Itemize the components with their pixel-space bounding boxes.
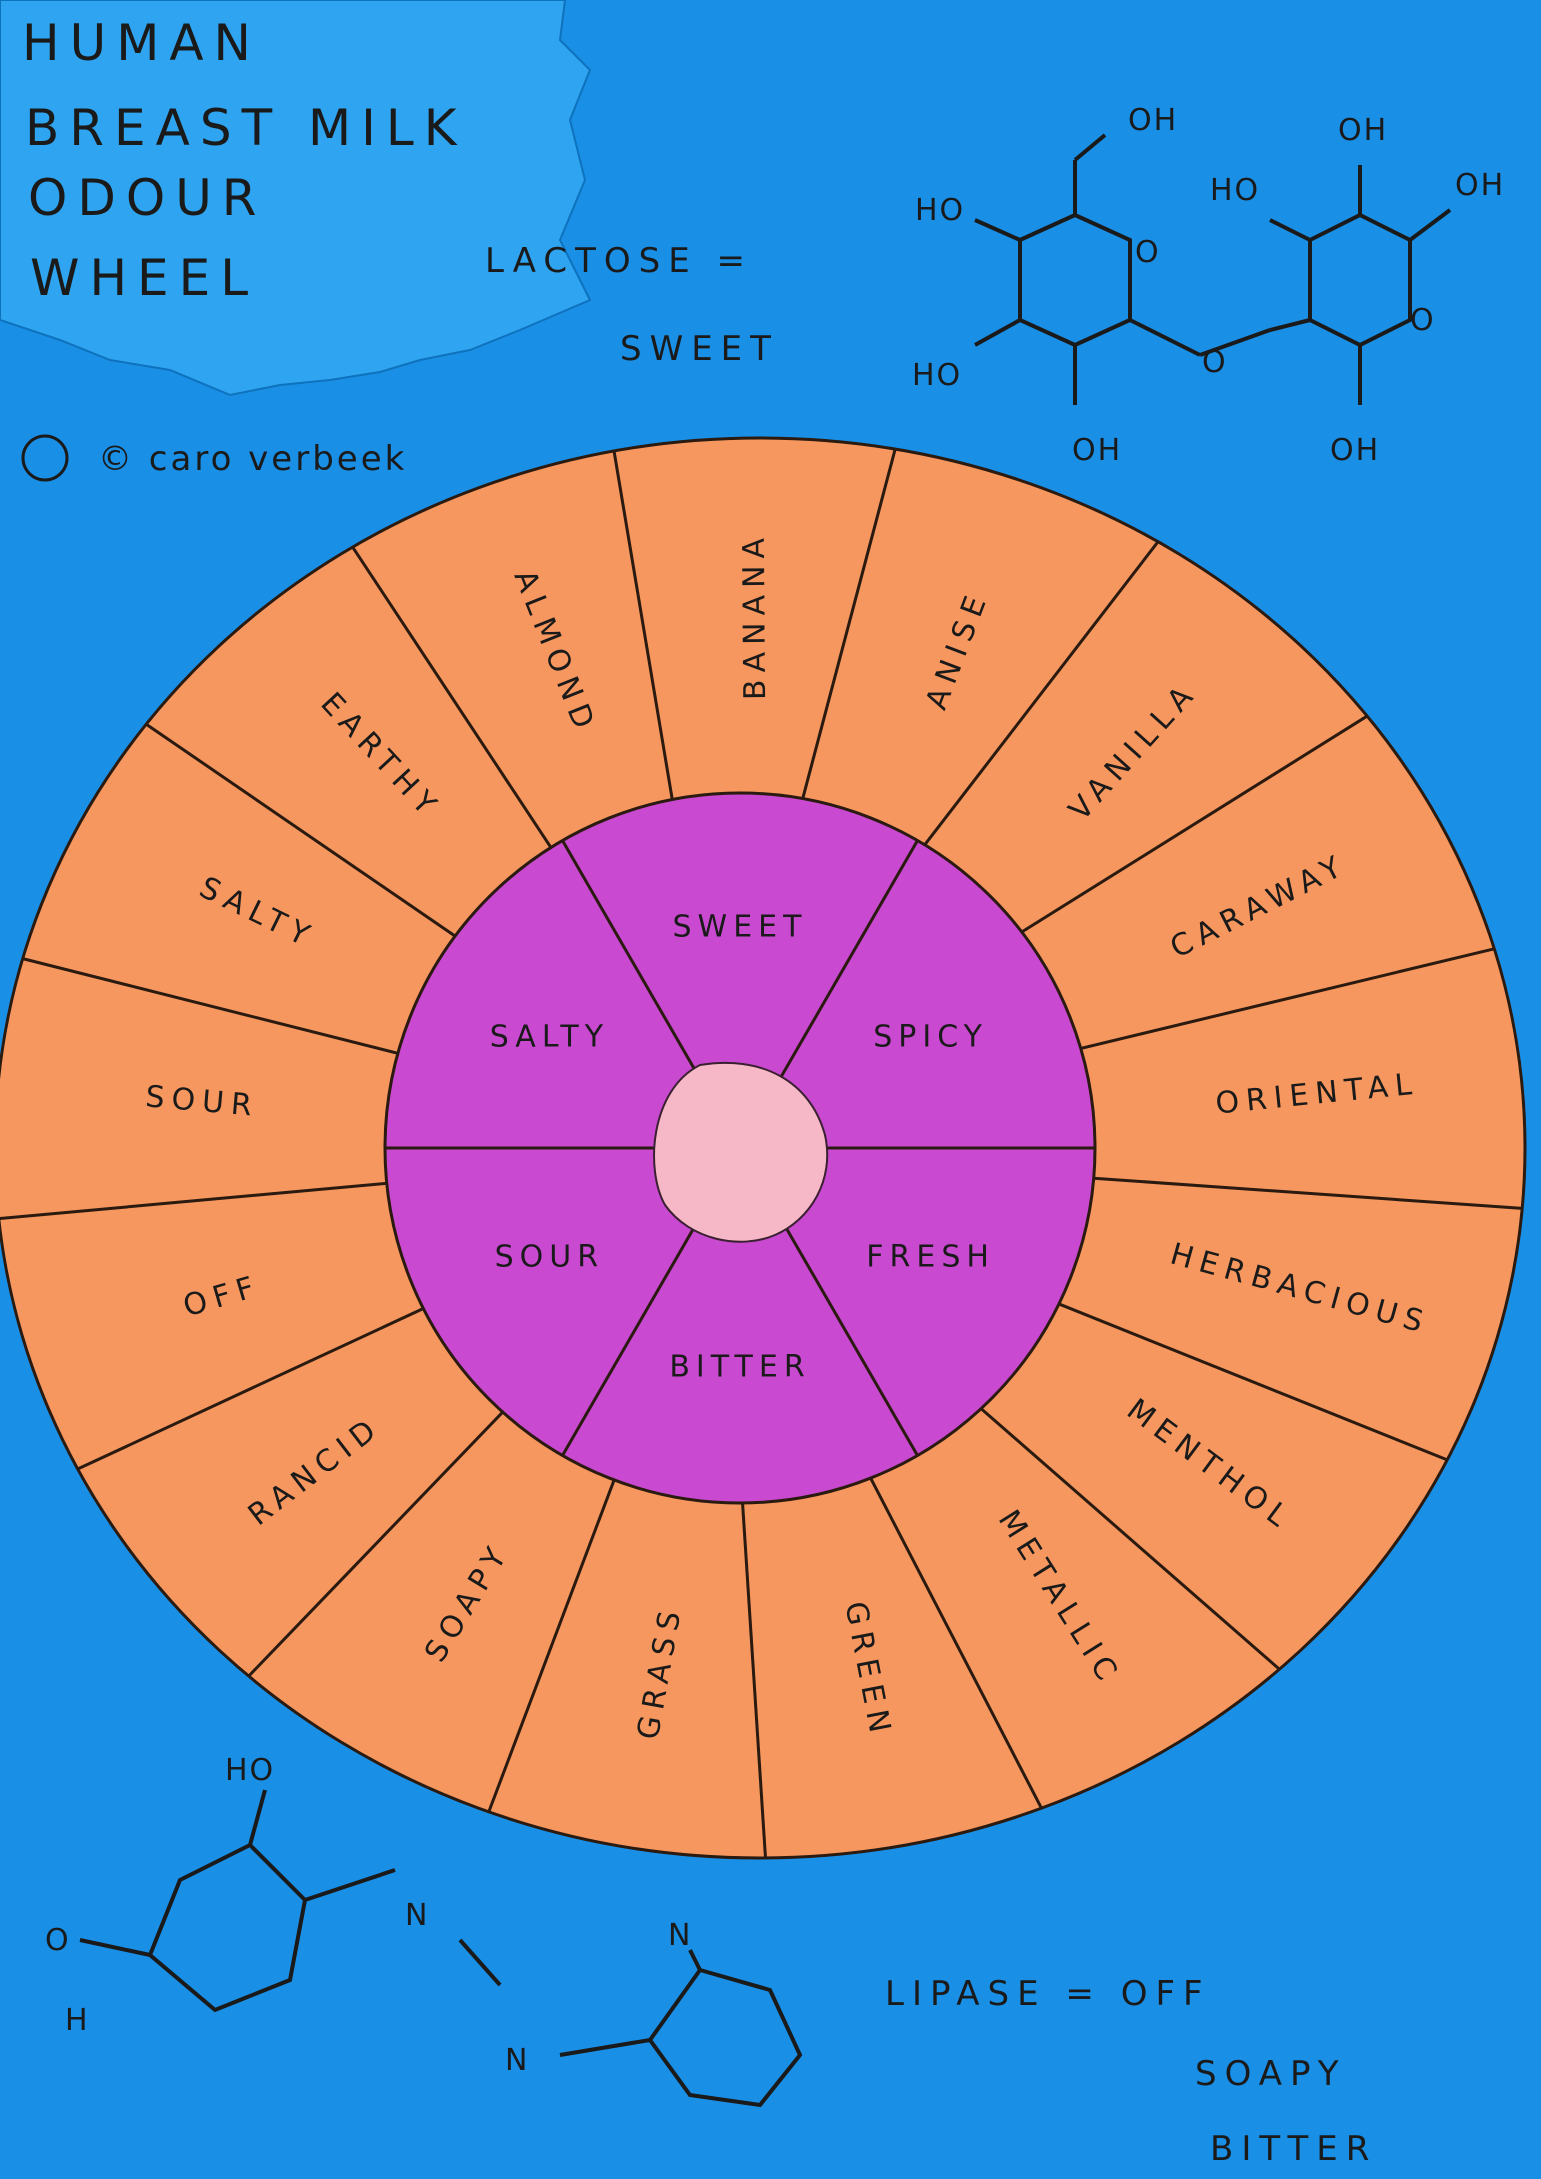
credit: © caro verbeek [21, 434, 407, 482]
outer-spoke [923, 540, 1160, 846]
copyright-icon [21, 434, 69, 482]
atom-label: HO [225, 1753, 275, 1788]
atom-label: OH [1455, 168, 1505, 203]
outer-spoke [77, 1307, 424, 1471]
atom-label: HO [1210, 173, 1260, 208]
lactose-note-line-1: LACTOSE = [485, 241, 753, 281]
atom-label: O [1202, 345, 1228, 380]
title-line-3: ODOUR [28, 169, 267, 227]
outer-spoke [1080, 947, 1495, 1050]
outer-spoke [247, 1411, 504, 1678]
atom-label: OH [1338, 113, 1388, 148]
inner-label-fresh: FRESH [866, 1240, 995, 1275]
outer-spoke [487, 1479, 616, 1813]
lactose-atom-labels: OH HO HO OH OH HO OH O O O OH [912, 103, 1505, 468]
title-line-2: BREAST MILK [25, 99, 467, 157]
atom-label: N [505, 2043, 529, 2078]
lactose-structure [974, 133, 1452, 405]
inner-label-sour: SOUR [495, 1240, 604, 1275]
outer-spoke [145, 722, 457, 938]
azo-atom-labels: HO H O N N N [45, 1753, 692, 2078]
inner-label-spicy: SPICY [873, 1019, 988, 1054]
lipase-note-line-2: SOAPY [1195, 2054, 1347, 2094]
atom-label: OH [1330, 433, 1380, 468]
torn-paper-scrap [0, 0, 592, 397]
atom-label: OH [1072, 433, 1122, 468]
lactose-note-line-2: SWEET [620, 329, 779, 369]
title-line-1: HUMAN [22, 14, 261, 72]
outer-spoke [22, 957, 399, 1055]
outer-spoke [0, 1181, 387, 1220]
atom-label: N [405, 1898, 429, 1933]
credit-text: © caro verbeek [98, 439, 407, 479]
atom-label: H [65, 2003, 90, 2038]
atom-label: O [1410, 303, 1436, 338]
inner-label-sweet: SWEET [673, 909, 808, 944]
outer-spoke [869, 1477, 1043, 1809]
atom-label: O [1135, 235, 1161, 270]
outer-spoke [612, 450, 674, 800]
title-line-4: WHEEL [30, 249, 258, 307]
lipase-note-line-1: LIPASE = OFF [885, 1974, 1211, 2014]
atom-label: O [45, 1923, 71, 1958]
lipase-note-line-3: BITTER [1210, 2129, 1377, 2169]
azo-structure [79, 1789, 803, 2108]
atom-label: HO [915, 193, 965, 228]
outer-spoke [980, 1407, 1281, 1671]
atom-label: N [668, 1918, 692, 1953]
outer-spoke [1020, 714, 1368, 934]
inner-label-bitter: BITTER [669, 1350, 810, 1385]
outer-label-banana: BANANA [737, 531, 773, 700]
poster-title: HUMAN BREAST MILK ODOUR WHEEL [22, 14, 467, 307]
center-blob [653, 1061, 829, 1243]
outer-spoke [801, 448, 897, 799]
atom-label: OH [1128, 103, 1178, 138]
outer-spoke [741, 1502, 767, 1859]
inner-label-salty: SALTY [490, 1019, 609, 1054]
outer-spoke [1058, 1302, 1448, 1462]
atom-label: HO [912, 358, 962, 393]
outer-spokes [0, 448, 1523, 1859]
outer-spoke [1093, 1176, 1523, 1210]
outer-spoke [351, 546, 553, 849]
inner-labels: SWEET SPICY FRESH BITTER SOUR SALTY [490, 909, 995, 1385]
